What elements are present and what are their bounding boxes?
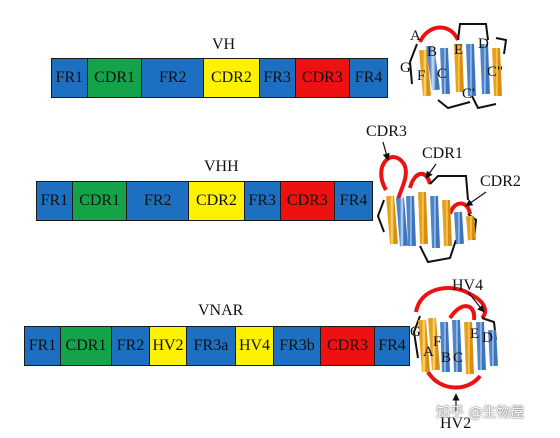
- vhh-fr2: FR2: [127, 182, 190, 220]
- vhh-cdr2-label: CDR2: [480, 173, 521, 190]
- vh-strand-a: A: [410, 28, 421, 44]
- vnar-domain-bar: FR1 CDR1 FR2 HV2 FR3a HV4 FR3b CDR3 FR4: [24, 326, 410, 366]
- vnar-strand-b: B: [441, 350, 451, 366]
- vhh-fr1: FR1: [37, 182, 73, 220]
- vh-fr4: FR4: [350, 59, 387, 97]
- vh-cdr1: CDR1: [87, 59, 143, 97]
- vnar-hv4: HV4: [236, 327, 274, 365]
- vnar-fr2: FR2: [112, 327, 150, 365]
- vhh-cdr3: CDR3: [280, 182, 336, 220]
- vh-title: VH: [212, 36, 236, 53]
- vhh-fr3: FR3: [244, 182, 281, 220]
- vh-strand-g: G: [400, 60, 411, 76]
- vhh-structure: CDR3 CDR1 CDR2: [366, 123, 521, 264]
- vh-fr1: FR1: [52, 59, 88, 97]
- vh-strand-cp: C': [462, 86, 475, 102]
- vh-structure: A B G F C E D C" C': [400, 23, 508, 110]
- vnar-structure: G A F B C E D HV4 HV2: [410, 277, 498, 432]
- vh-strand-b: B: [427, 44, 437, 60]
- vnar-strand-d: D: [482, 330, 493, 346]
- vnar-title: VNAR: [198, 302, 244, 319]
- watermark: 知乎 @生物屋: [436, 405, 525, 421]
- vnar-cdr1: CDR1: [61, 327, 112, 365]
- vh-fr3: FR3: [259, 59, 296, 97]
- vhh-cdr1-label: CDR1: [422, 145, 463, 162]
- vh-strand-d: D: [478, 36, 489, 52]
- vnar-strand-e: E: [470, 326, 479, 342]
- vhh-cdr3-label: CDR3: [366, 123, 407, 140]
- vh-cdr2: CDR2: [204, 59, 260, 97]
- vnar-cdr3: CDR3: [321, 327, 375, 365]
- vhh-cdr2: CDR2: [189, 182, 245, 220]
- vhh-cdr1: CDR1: [72, 182, 128, 220]
- vh-strand-f: F: [417, 68, 425, 84]
- vh-strand-cpp: C": [487, 64, 503, 80]
- vnar-strand-a: A: [423, 344, 434, 360]
- vnar-fr1: FR1: [25, 327, 61, 365]
- vhh-fr4: FR4: [335, 182, 372, 220]
- vnar-strand-f: F: [433, 334, 441, 350]
- vh-strand-c: C: [437, 66, 447, 82]
- vhh-title: VHH: [204, 158, 239, 175]
- vnar-fr3b: FR3b: [274, 327, 321, 365]
- vnar-hv2: HV2: [150, 327, 187, 365]
- vnar-fr4: FR4: [375, 327, 409, 365]
- vh-strand-e: E: [454, 42, 463, 58]
- vnar-strand-c: C: [453, 350, 463, 366]
- vhh-domain-bar: FR1 CDR1 FR2 CDR2 FR3 CDR3 FR4: [36, 181, 373, 221]
- vnar-hv2-label: HV2: [440, 415, 471, 432]
- vnar-hv4-label: HV4: [452, 277, 483, 294]
- vnar-fr3a: FR3a: [187, 327, 236, 365]
- vh-fr2: FR2: [142, 59, 205, 97]
- vh-cdr3: CDR3: [295, 59, 351, 97]
- vnar-strand-g: G: [410, 324, 421, 340]
- vh-domain-bar: FR1 CDR1 FR2 CDR2 FR3 CDR3 FR4: [51, 58, 388, 98]
